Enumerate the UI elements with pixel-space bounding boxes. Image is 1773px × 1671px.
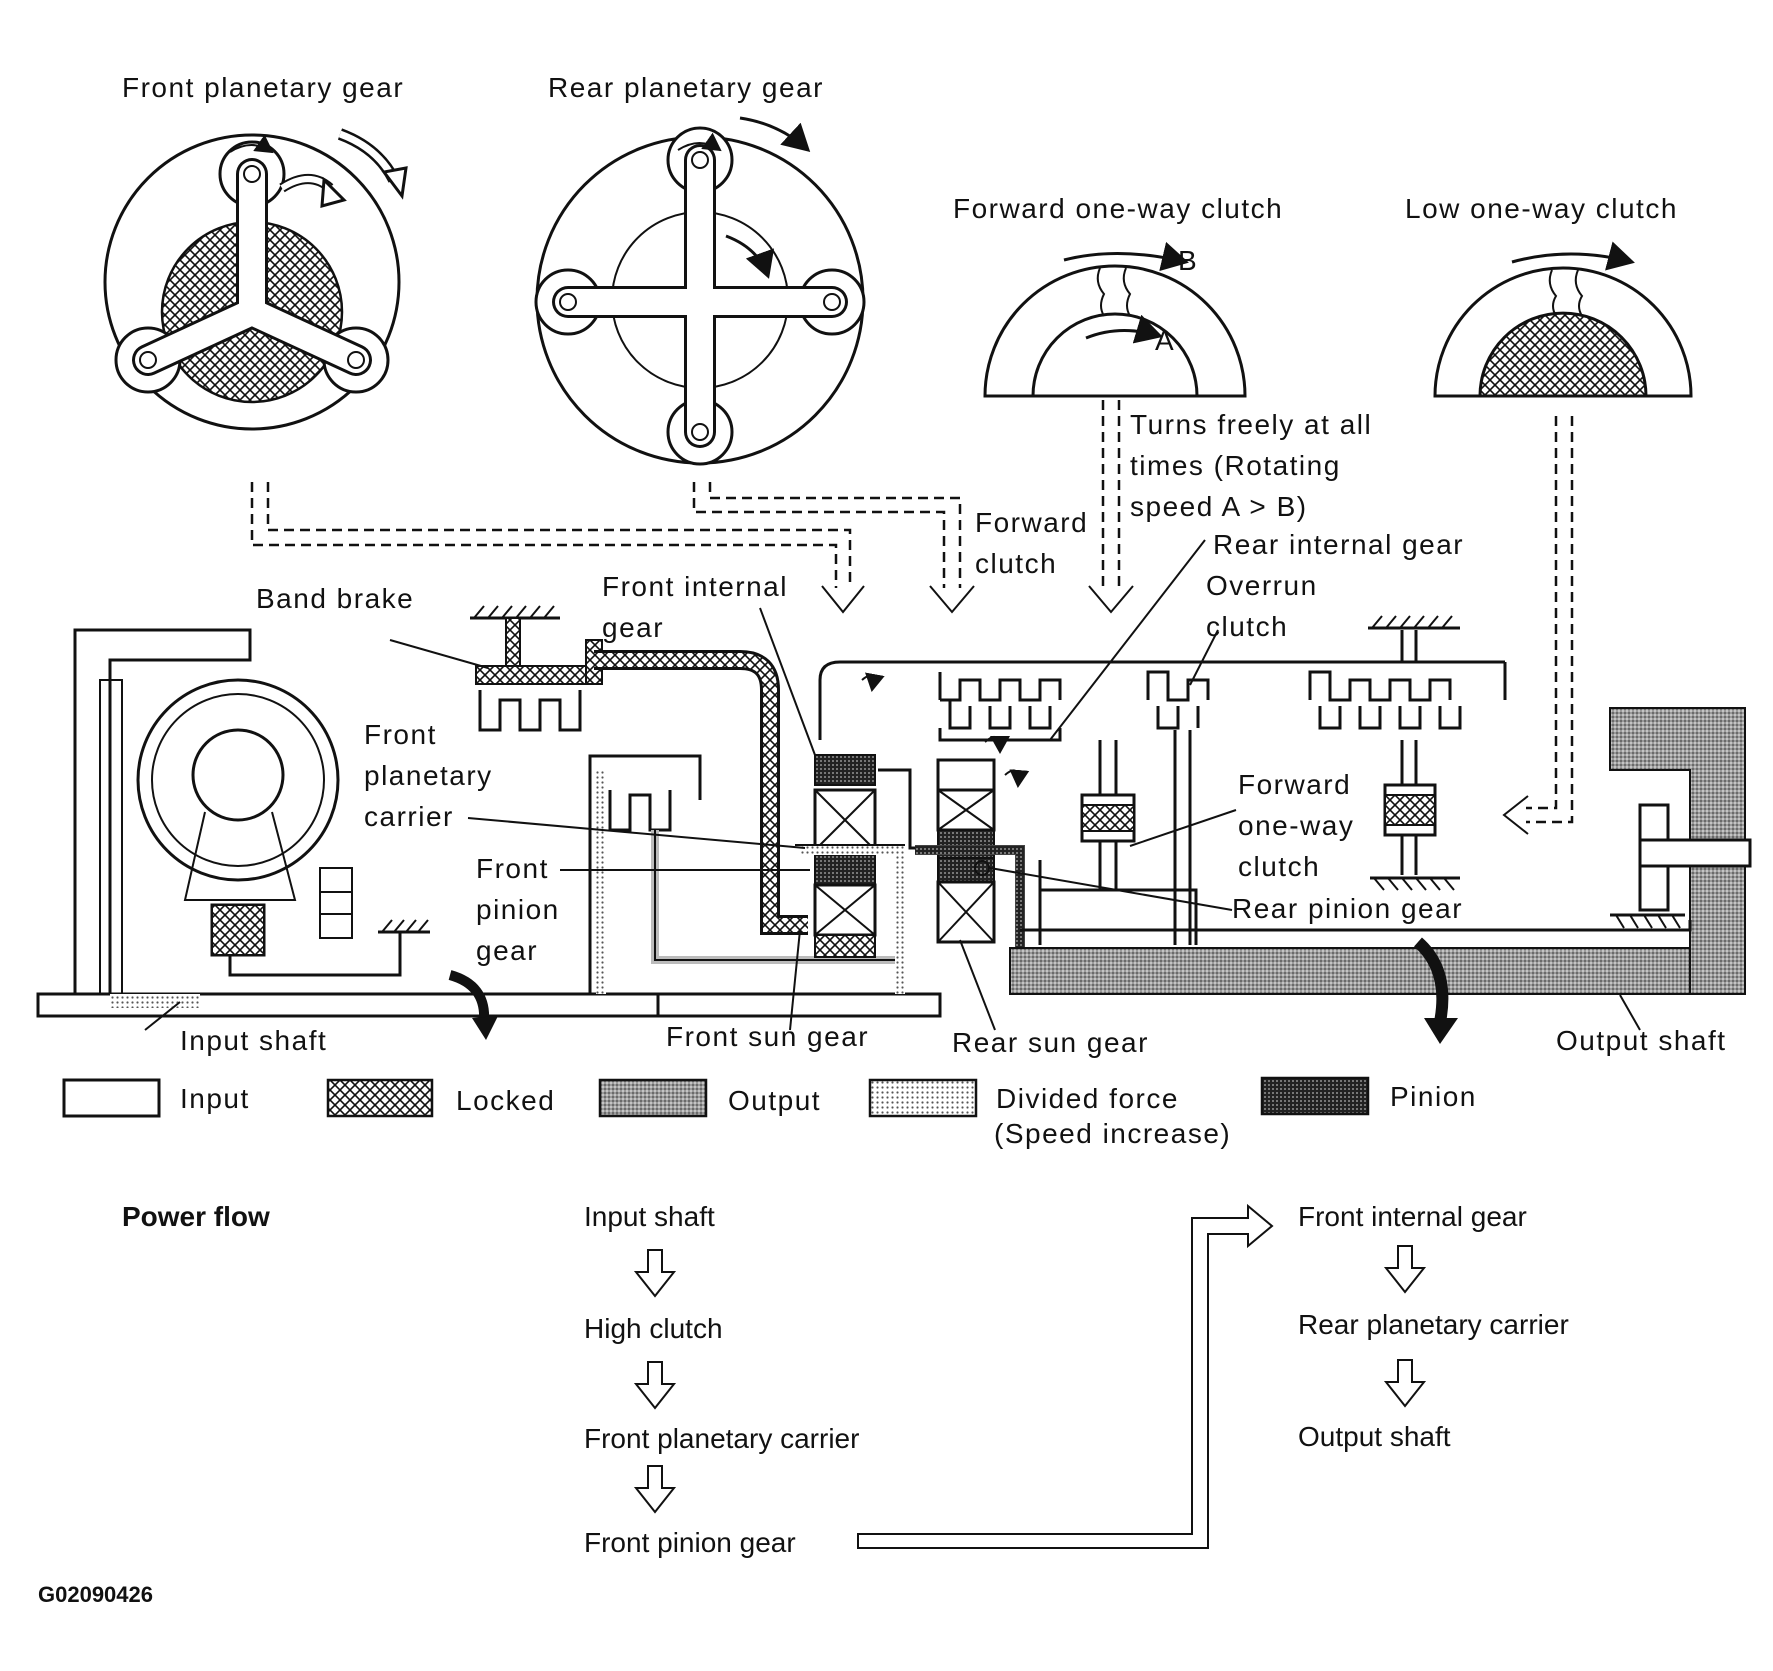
figure-id: G02090426 xyxy=(38,1582,153,1607)
power-flow-step-rear-planetary-carrier: Rear planetary carrier xyxy=(1298,1309,1569,1340)
legend-swatch-locked xyxy=(326,1078,434,1118)
low-one-way-clutch-view xyxy=(1433,241,1693,398)
label-overrun-clutch-line-1: Overrun xyxy=(1206,570,1318,601)
label-front-pinion-gear-line-1: Front xyxy=(476,853,549,884)
legend: Input Locked Output Divided force (Speed… xyxy=(62,1076,1477,1149)
forward-one-way-clutch-view xyxy=(983,241,1247,398)
label-rear-sun-gear: Rear sun gear xyxy=(952,1027,1149,1058)
label-forward-one-way-clutch-line-1: Forward xyxy=(1238,769,1351,800)
label-rear-internal-gear: Rear internal gear xyxy=(1213,529,1464,560)
label-overrun-clutch-line-2: clutch xyxy=(1206,611,1288,642)
down-arrow-icon xyxy=(633,1361,677,1410)
label-forward-clutch-line-2: clutch xyxy=(975,548,1057,579)
label-turns-freely-line-1: Turns freely at all xyxy=(1130,409,1372,440)
label-front-sun-gear: Front sun gear xyxy=(666,1021,869,1052)
label-forward-one-way-clutch-top: Forward one-way clutch xyxy=(953,193,1283,224)
connector-arrow-icon xyxy=(857,1203,1274,1549)
power-flow-title: Power flow xyxy=(122,1201,270,1232)
dashed-connectors xyxy=(250,400,1574,835)
label-rear-planetary-gear: Rear planetary gear xyxy=(548,72,824,103)
legend-input-label: Input xyxy=(180,1083,250,1114)
label-rear-pinion-gear: Rear pinion gear xyxy=(1232,893,1463,924)
transmission-cross-section xyxy=(36,539,1752,1044)
label-band-brake: Band brake xyxy=(256,583,414,614)
label-front-planetary-carrier-line-2: planetary xyxy=(364,760,493,791)
label-front-internal-gear-line-1: Front internal xyxy=(602,571,788,602)
label-front-planetary-gear: Front planetary gear xyxy=(122,72,404,103)
label-marker-b: B xyxy=(1178,245,1198,276)
legend-swatch-input xyxy=(62,1078,161,1118)
legend-swatch-divided-force xyxy=(868,1078,978,1118)
label-front-pinion-gear-line-2: pinion xyxy=(476,894,560,925)
legend-swatch-pinion xyxy=(1260,1076,1370,1116)
power-flow-step-front-internal-gear: Front internal gear xyxy=(1298,1201,1527,1232)
down-arrow-icon xyxy=(633,1465,677,1514)
label-forward-clutch-line-1: Forward xyxy=(975,507,1088,538)
label-front-pinion-gear-line-3: gear xyxy=(476,935,538,966)
down-arrow-icon xyxy=(1383,1245,1427,1294)
legend-locked-label: Locked xyxy=(456,1085,555,1116)
down-arrow-icon xyxy=(633,1249,677,1298)
label-turns-freely-line-3: speed A > B) xyxy=(1130,491,1308,522)
legend-swatch-output xyxy=(598,1078,708,1118)
label-forward-one-way-clutch-line-3: clutch xyxy=(1238,851,1320,882)
label-front-internal-gear-line-2: gear xyxy=(602,612,664,643)
front-planetary-gear-view xyxy=(103,128,408,431)
legend-divided-force-line-2: (Speed increase) xyxy=(994,1118,1231,1149)
legend-pinion-label: Pinion xyxy=(1390,1081,1477,1112)
label-forward-one-way-clutch-line-2: one-way xyxy=(1238,810,1354,841)
label-output-shaft: Output shaft xyxy=(1556,1025,1727,1056)
legend-output-label: Output xyxy=(728,1085,821,1116)
diagram-labels: Front planetary gear Rear planetary gear… xyxy=(122,72,1727,1058)
power-flow-step-front-planetary-carrier: Front planetary carrier xyxy=(584,1423,859,1454)
rear-planetary-gear-view xyxy=(534,116,866,466)
power-flow-step-output-shaft: Output shaft xyxy=(1298,1421,1451,1452)
down-arrow-icon xyxy=(1383,1359,1427,1408)
power-flow-step-input-shaft: Input shaft xyxy=(584,1201,715,1232)
power-flow-step-front-pinion-gear: Front pinion gear xyxy=(584,1527,796,1558)
power-flow-section: Power flow Input shaft High clutch Front… xyxy=(122,1201,1569,1558)
label-front-planetary-carrier-line-3: carrier xyxy=(364,801,454,832)
power-flow-step-high-clutch: High clutch xyxy=(584,1313,723,1344)
label-turns-freely-line-2: times (Rotating xyxy=(1130,450,1341,481)
label-input-shaft: Input shaft xyxy=(180,1025,327,1056)
label-front-planetary-carrier-line-1: Front xyxy=(364,719,437,750)
label-marker-a: A xyxy=(1155,325,1175,356)
label-low-one-way-clutch: Low one-way clutch xyxy=(1405,193,1678,224)
legend-divided-force-line-1: Divided force xyxy=(996,1083,1179,1114)
